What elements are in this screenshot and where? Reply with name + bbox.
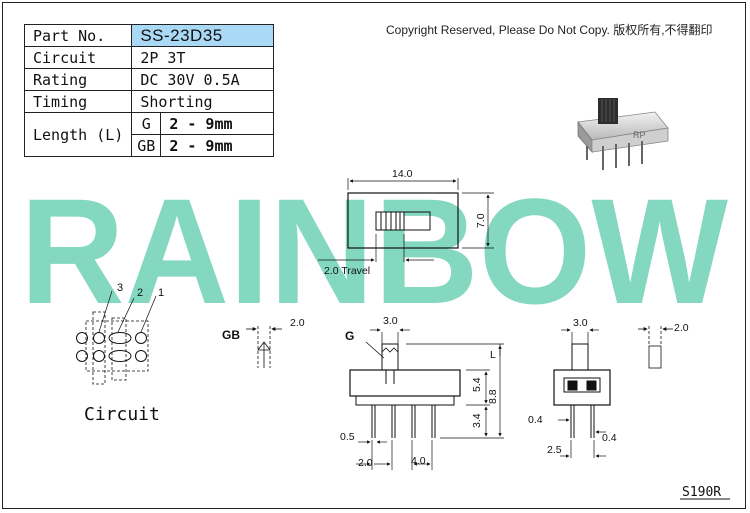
length-label: Length (L) [23,112,133,157]
g-dim: 3.0 [383,315,398,327]
length-code-gb: GB [131,134,162,157]
front-dim-4-0: 4.0 [411,455,426,467]
timing-label: Timing [23,90,133,113]
top-view [318,178,494,262]
circuit-value: 2P 3T [131,46,275,69]
rating-label: Rating [23,68,133,91]
brand-mark: RP [633,130,646,140]
model-code: S190R [682,485,721,500]
side-dim-2-5: 2.5 [547,444,562,456]
end-dim: 2.0 [674,322,689,334]
front-dim-2-0: 2.0 [358,457,373,469]
travel-dim: 2.0 Travel [324,265,370,277]
spec-table: Part No. SS-23D35 Circuit 2P 3T Rating D… [23,24,275,157]
gb-label: GB [222,328,240,342]
gb-dim: 2.0 [290,317,305,329]
copyright-notice: Copyright Reserved, Please Do Not Copy. … [386,23,713,37]
circuit-title: Circuit [84,404,160,425]
front-dim-8-8: 8.8 [487,389,499,404]
pin-label-2: 2 [137,287,143,299]
rating-value: DC 30V 0.5A [131,68,275,91]
side-view [553,328,611,458]
top-width-dim: 14.0 [392,168,413,180]
g-label: G [345,329,354,343]
side-dim-0-4-right: 0.4 [602,432,617,444]
circuit-diagram [76,290,157,385]
side-dim-0-4-left: 0.4 [528,414,543,426]
length-mark: L [490,349,496,361]
watermark: RAINBOW [20,167,728,335]
actuator-knob [598,98,618,124]
length-value-gb: 2 - 9mm [160,134,275,157]
front-view [349,328,504,470]
end-view [638,326,673,369]
pin-label-1: 1 [158,287,164,299]
pin-label-3: 3 [117,282,123,294]
gb-knob-view [246,326,282,368]
top-height-dim: 7.0 [475,213,487,228]
product-photo: RP [577,98,669,170]
side-dim-3-0: 3.0 [573,317,588,329]
front-dim-0-5: 0.5 [340,431,355,443]
front-dim-5-4: 5.4 [471,377,483,392]
front-dim-3-4: 3.4 [471,413,483,428]
